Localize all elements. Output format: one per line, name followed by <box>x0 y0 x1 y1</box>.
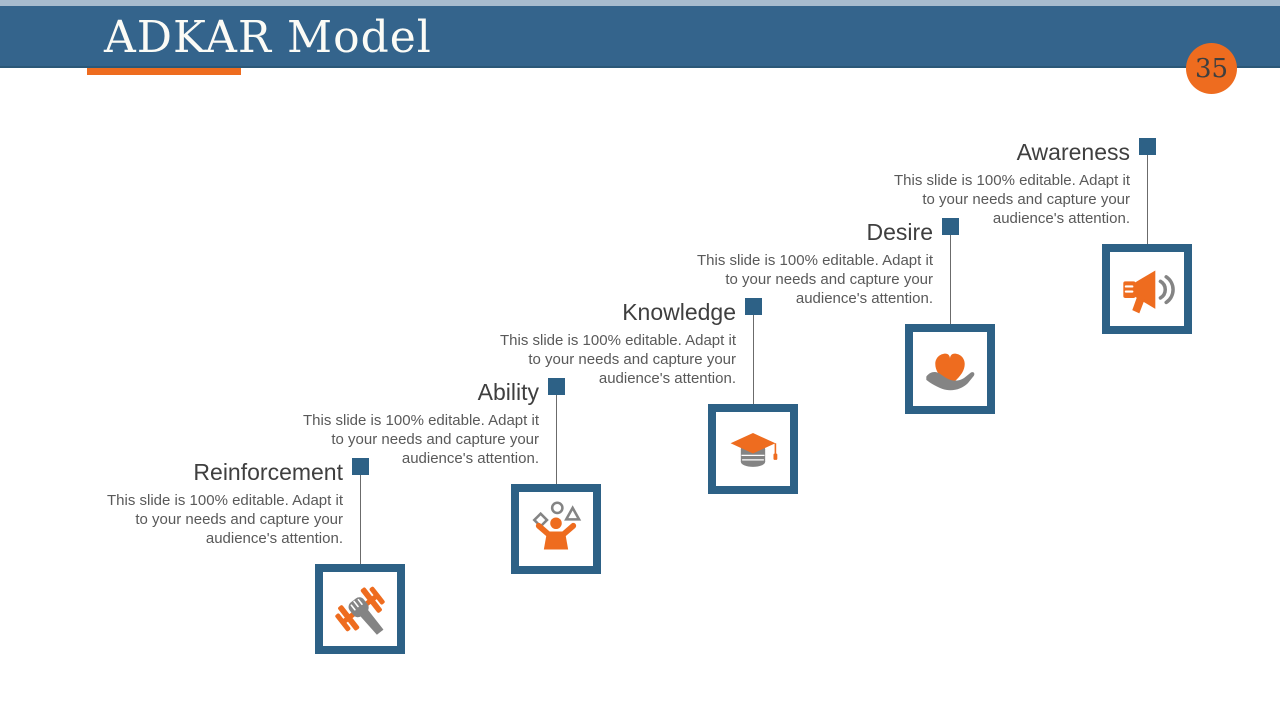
step-title: Awareness <box>1016 139 1130 165</box>
icon-box-reinforcement <box>315 564 405 654</box>
step-text-block: Knowledge This slide is 100% editable. A… <box>486 299 736 388</box>
connector-square <box>352 458 369 475</box>
person-juggling-shapes-icon <box>532 501 582 550</box>
step-title: Knowledge <box>622 299 736 325</box>
connector-square <box>1139 138 1156 155</box>
step-title: Ability <box>477 379 539 405</box>
connector-line <box>950 235 951 324</box>
step-description: This slide is 100% editable. Adapt it to… <box>500 332 736 387</box>
graduation-cap-icon <box>730 433 778 467</box>
page-number: 35 <box>1194 53 1229 84</box>
slide-header: ADKAR Model <box>0 6 1280 68</box>
step-description: This slide is 100% editable. Adapt it to… <box>894 172 1130 227</box>
step-description: This slide is 100% editable. Adapt it to… <box>697 252 933 307</box>
fist-dumbbell-icon <box>335 586 385 635</box>
connector-square <box>548 378 565 395</box>
icon-box-knowledge <box>708 404 798 494</box>
step-text-block: Reinforcement This slide is 100% editabl… <box>93 459 343 548</box>
step-description: This slide is 100% editable. Adapt it to… <box>107 492 343 547</box>
connector-line <box>1147 155 1148 244</box>
icon-box-ability <box>511 484 601 574</box>
megaphone-icon <box>1123 270 1175 314</box>
title-underline <box>87 68 241 75</box>
step-description: This slide is 100% editable. Adapt it to… <box>303 412 539 467</box>
connector-line <box>753 315 754 404</box>
icon-box-awareness <box>1102 244 1192 334</box>
step-text-block: Awareness This slide is 100% editable. A… <box>880 139 1130 228</box>
icon-box-desire <box>905 324 995 414</box>
top-strip <box>0 0 1280 6</box>
page-number-badge: 35 <box>1186 43 1237 94</box>
heart-in-hand-icon <box>926 353 975 391</box>
step-text-block: Ability This slide is 100% editable. Ada… <box>289 379 539 468</box>
connector-square <box>942 218 959 235</box>
page-title: ADKAR Model <box>104 12 432 63</box>
connector-line <box>556 395 557 484</box>
step-title: Desire <box>866 219 933 245</box>
step-title: Reinforcement <box>193 459 343 485</box>
connector-line <box>360 475 361 564</box>
step-text-block: Desire This slide is 100% editable. Adap… <box>683 219 933 308</box>
connector-square <box>745 298 762 315</box>
